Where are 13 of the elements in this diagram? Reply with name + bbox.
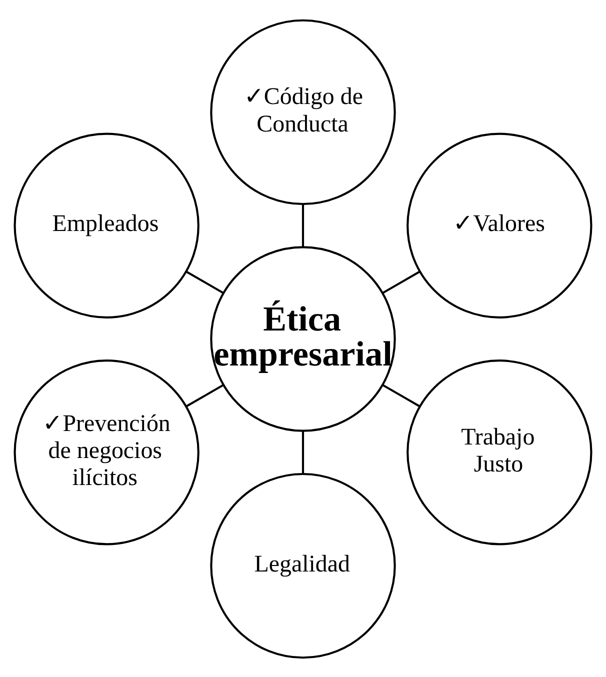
node-circle: Ética empresarial: [210, 246, 396, 432]
node-circle: Empleados: [14, 132, 200, 318]
connector: [382, 270, 420, 294]
connector: [382, 384, 420, 407]
connector: [186, 270, 224, 294]
connector: [186, 384, 224, 407]
node-circle: Legalidad: [210, 472, 396, 658]
connector: [302, 430, 304, 474]
node-circle: ✓Valores: [406, 132, 592, 318]
node-circle: ✓Prevención de negocios ilícitos: [14, 359, 200, 545]
node-circle: Trabajo Justo: [406, 359, 592, 545]
connector: [302, 204, 304, 246]
node-circle: ✓Código de Conducta: [210, 18, 396, 205]
